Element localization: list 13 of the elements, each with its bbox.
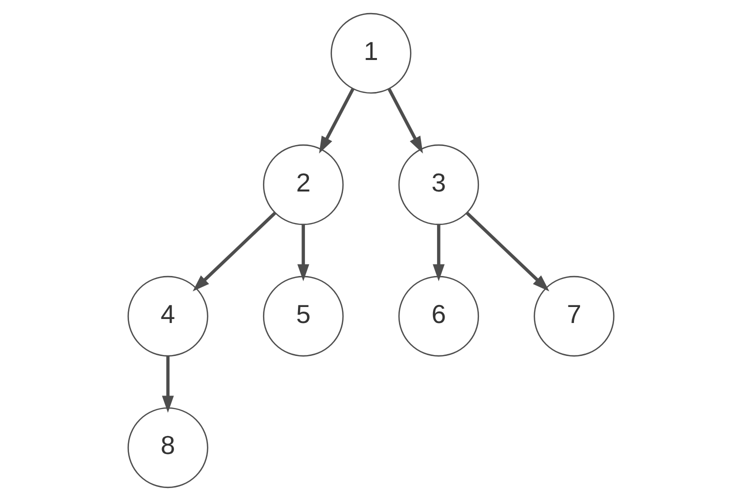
node-circle: 5 [262,276,344,357]
node-circle: 2 [262,144,344,226]
node-circle: 1 [330,12,411,94]
arrow [387,88,422,154]
arrow [192,212,276,292]
arrow [161,356,174,413]
arrow [318,88,354,154]
arrow [296,224,309,282]
arrow [432,224,444,282]
arrow [465,212,549,292]
node-circle: 3 [398,144,479,226]
node-circle: 6 [398,276,479,357]
node-circle: 8 [127,407,208,488]
